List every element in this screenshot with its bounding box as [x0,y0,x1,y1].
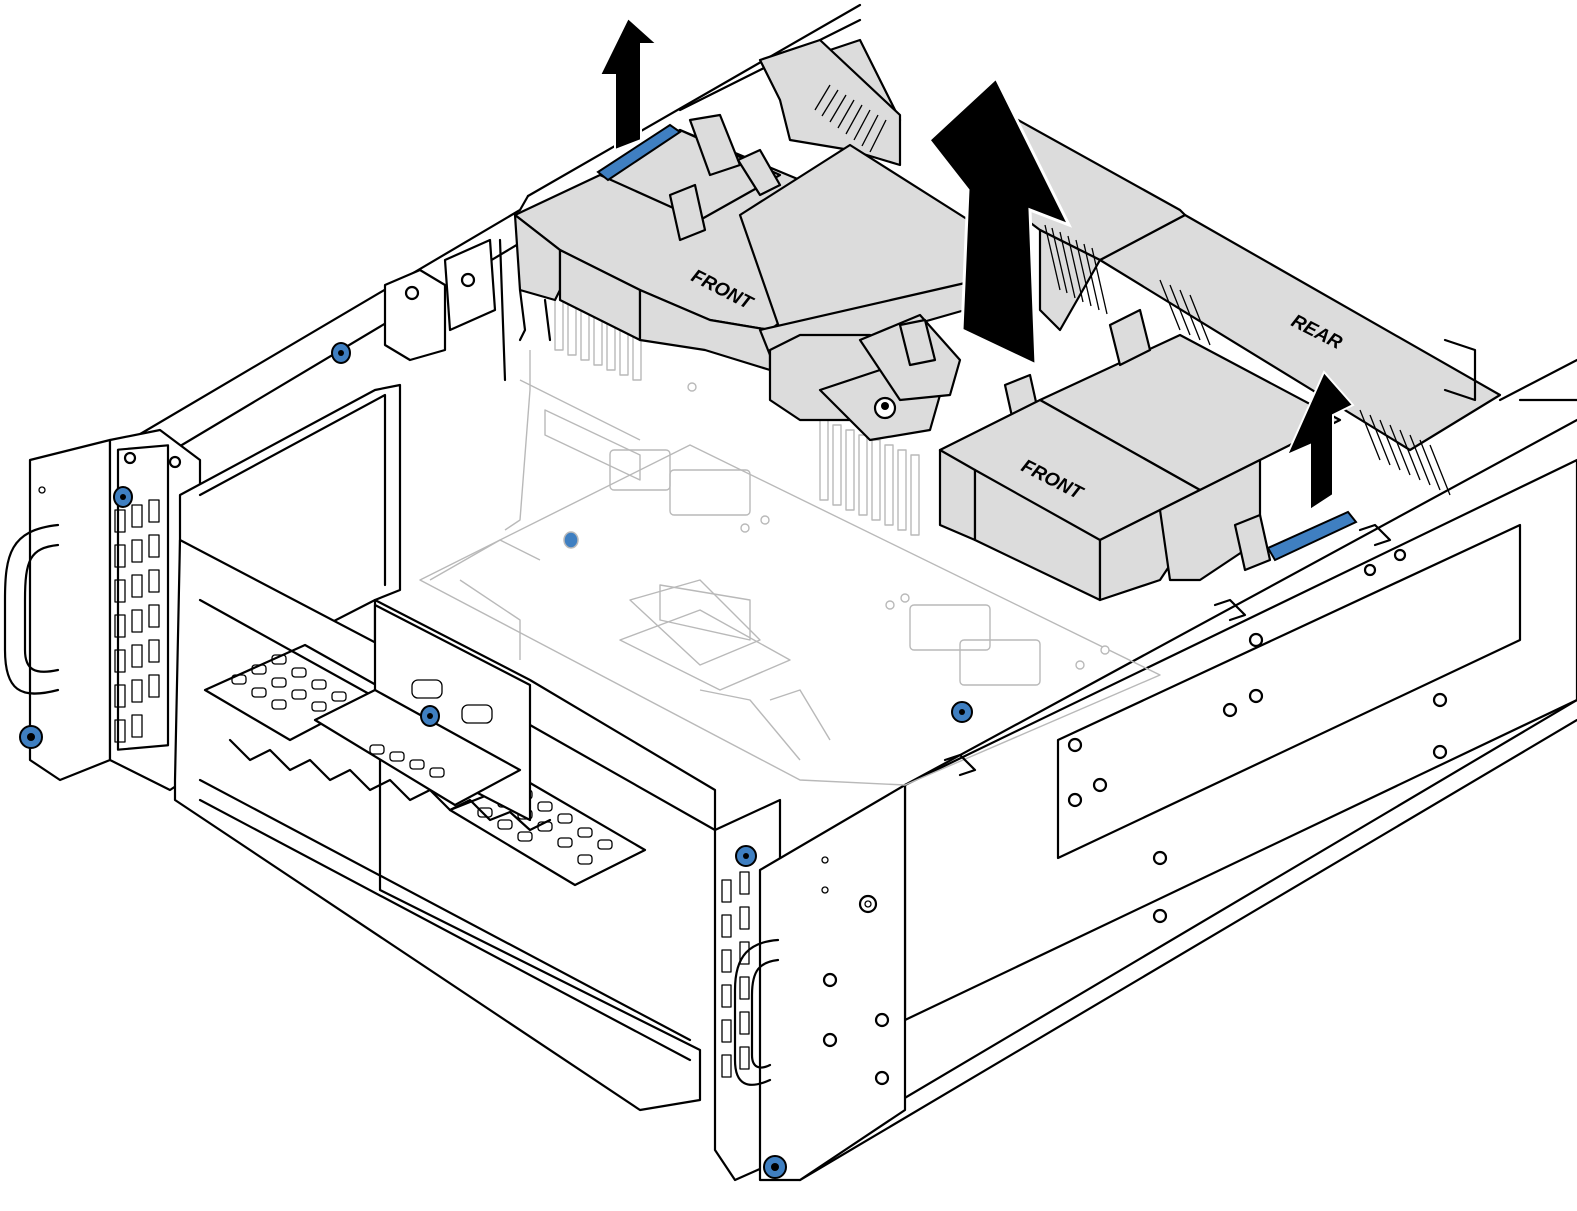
latch-bracket [383,238,507,382]
right-ear-vents [721,871,750,1078]
left-handle[interactable] [3,523,60,695]
left-ear-vents [114,499,160,743]
air-baffle-center [738,143,1042,442]
thumbscrew-icon[interactable] [420,705,440,727]
lift-arrow-icon [598,16,660,152]
thumbscrew-icon[interactable] [19,725,43,749]
right-rack-ear [713,783,907,1182]
thumbscrew-icon[interactable] [113,486,133,508]
lift-arrows [598,16,1355,512]
thumbscrews [19,342,973,1179]
right-handle[interactable] [733,938,780,1086]
lift-arrow-icon [1285,370,1355,512]
side-wall-holes [1067,548,1448,924]
front-drive-cage [173,383,717,1112]
blue-touch-point-left[interactable] [596,123,682,182]
thumbscrew-icon[interactable] [951,701,973,723]
blue-touch-point-right[interactable] [1266,510,1358,562]
thumbscrew-icon[interactable] [735,845,757,867]
rail-clips [943,338,1477,777]
thumbscrew-icon[interactable] [763,1155,787,1179]
air-baffle-left: FRONT [513,38,902,372]
air-baffle-right: FRONT REAR [938,108,1502,602]
thumbscrew-icon[interactable] [331,342,351,364]
thumbscrew-icon[interactable] [563,531,579,549]
heatsink-fins-left [814,84,887,153]
heatsink-fins-right [1044,224,1451,496]
lift-arrow-icon [926,75,1073,368]
mesh-grid-right [448,778,647,887]
center-bracket [313,603,532,822]
